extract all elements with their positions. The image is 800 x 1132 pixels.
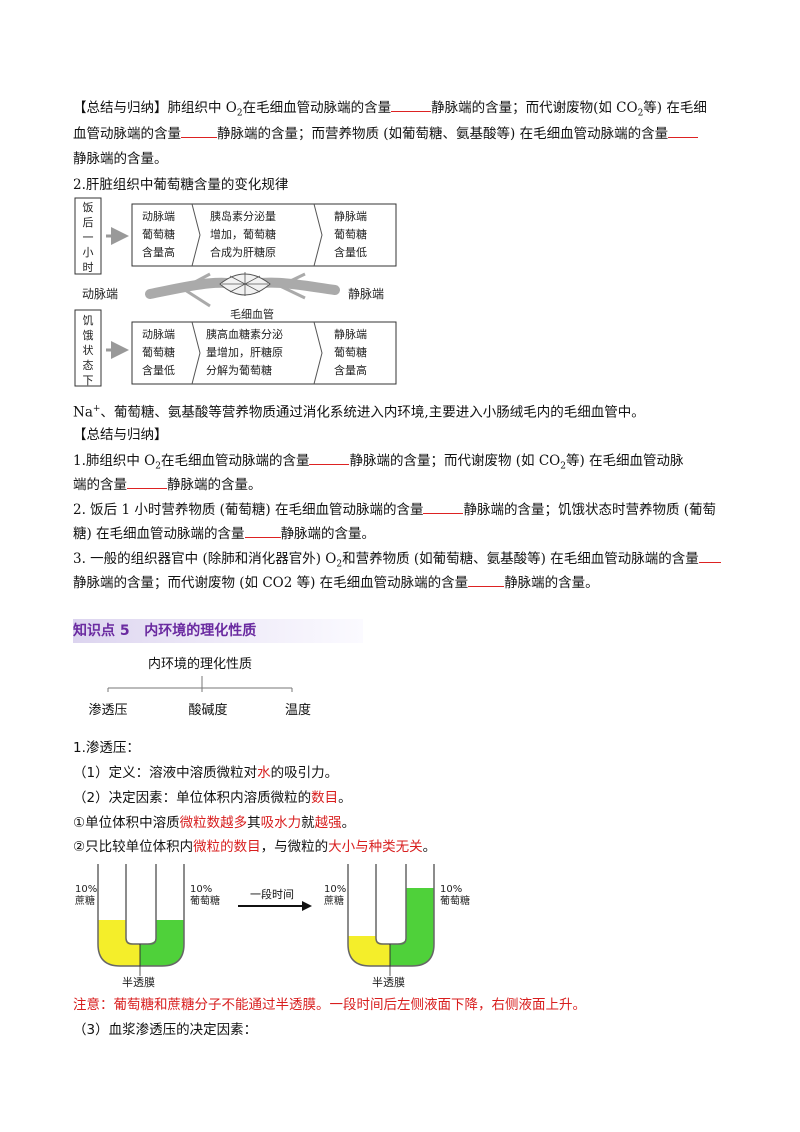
top-box2-line: 胰岛素分泌量 [210,209,276,223]
summary-top-line2: 血管动脉端的含量静脉端的含量；而营养物质 (如葡萄糖、氨基酸等) 在毛细血管动脉… [73,121,733,147]
note-line: 注意：葡萄糖和蔗糖分子不能通过半透膜。一段时间后左侧液面下降，右侧液面上升。 [73,997,586,1013]
nutrient-line: Na+、葡萄糖、氨基酸等营养物质通过消化系统进入内环境,主要进入小肠绒毛内的毛细… [73,404,645,421]
u-tube-before: 10% 蔗糖 10% 葡萄糖 半透膜 [75,864,220,989]
plasma-heading: （3）血浆渗透压的决定因素： [73,1022,258,1038]
properties-tree-diagram: 内环境的理化性质 渗透压 酸碱度 温度 [88,656,311,718]
liver-glucose-diagram: 饭 后 一 小 时 动脉端 葡萄糖 含量高 胰岛素分泌量 增加，葡萄糖 合成为肝… [74,197,397,387]
capillary-label: 毛细血管 [230,307,274,321]
bottom-box3-line: 葡萄糖 [334,345,367,359]
membrane-label: 半透膜 [122,975,155,989]
membrane-label: 半透膜 [372,975,405,989]
bottom-box3-line: 静脉端 [334,327,367,341]
bottom-box1-line: 葡萄糖 [142,345,175,359]
u-tube-after: 10% 蔗糖 10% 葡萄糖 半透膜 [324,864,470,989]
bottom-box3-line: 含量高 [334,363,367,377]
top-box2-line: 合成为肝糖原 [210,245,276,259]
right-solution-name: 葡萄糖 [440,894,470,907]
answer-blank[interactable] [391,96,432,112]
summary-top-line3: 静脉端的含量。 [73,151,168,167]
osmotic-heading: 1.渗透压： [73,740,140,756]
u-tube-diagram: 10% 蔗糖 10% 葡萄糖 半透膜 一段时间 10% 蔗糖 10% 葡萄糖 半… [75,864,470,989]
answer-blank[interactable] [468,571,505,587]
answer-blank[interactable] [668,122,699,138]
bottom-box2-line: 分解为葡萄糖 [206,363,272,377]
top-box1-line: 动脉端 [142,209,175,223]
top-side-char: 时 [83,261,94,274]
knowledge-point-banner: 知识点 5 内环境的理化性质 [73,619,363,643]
top-side-char: 小 [83,246,94,259]
artery-label: 动脉端 [82,286,118,301]
summary2-item3-line1: 3. 一般的组织器官中 (除肺和消化器官外) O2和营养物质 (如葡萄糖、氨基酸… [73,546,733,578]
top-box1-line: 含量高 [142,245,175,259]
top-box3-line: 静脉端 [334,209,367,223]
vein-label: 静脉端 [348,286,384,301]
tree-child-ph: 酸碱度 [188,702,227,718]
right-solution-name: 葡萄糖 [190,894,220,907]
answer-blank[interactable] [127,473,167,489]
answer-blank[interactable] [309,449,350,465]
bottom-box1-line: 动脉端 [142,327,175,341]
left-solution-percent: 10% [75,884,97,895]
bottom-box2-line: 胰高血糖素分泌 [206,327,283,341]
right-solution-percent: 10% [190,884,212,895]
top-side-char: 一 [83,231,94,244]
left-solution-percent: 10% [324,884,346,895]
osmotic-definition: （1）定义：溶液中溶质微粒对水的吸引力。 [73,765,339,781]
arrow-label: 一段时间 [250,887,294,901]
summary2-item1-line2: 端的含量静脉端的含量。 [73,472,733,498]
bottom-side-char: 状 [83,343,94,357]
top-side-char: 饭 [83,201,94,214]
top-box1-line: 葡萄糖 [142,227,175,241]
bottom-side-char: 下 [83,374,94,387]
summary2-item2-line1: 2. 饭后 1 小时营养物质 (葡萄糖) 在毛细血管动脉端的含量静脉端的含量；饥… [73,497,733,523]
right-solution-percent: 10% [440,884,462,895]
summary2-item1-line1: 1.肺组织中 O2在毛细血管动脉端的含量静脉端的含量；而代谢废物 (如 CO2等… [73,448,733,480]
answer-blank[interactable] [698,547,721,563]
bottom-side-char: 态 [83,359,94,372]
top-box3-line: 葡萄糖 [334,227,367,241]
osmotic-rule1: ①单位体积中溶质微粒数越多其吸水力就越强。 [73,815,356,831]
bottom-box1-line: 含量低 [142,363,175,377]
answer-blank[interactable] [181,122,217,138]
osmotic-factor: （2）决定因素：单位体积内溶质微粒的数目。 [73,790,352,806]
liver-heading: 2.肝脏组织中葡萄糖含量的变化规律 [73,177,289,193]
answer-blank[interactable] [423,498,464,514]
summary2-item3-line2: 静脉端的含量；而代谢废物 (如 CO2 等) 在毛细血管动脉端的含量静脉端的含量… [73,570,733,596]
osmotic-rule2: ②只比较单位体积内微粒的数目，与微粒的大小与种类无关。 [73,839,437,855]
summary2-item2-line2: 糖) 在毛细血管动脉端的含量静脉端的含量。 [73,521,733,547]
answer-blank[interactable] [244,522,281,538]
left-solution-name: 蔗糖 [75,894,95,907]
bottom-side-char: 饿 [83,328,94,342]
top-box3-line: 含量低 [334,245,367,259]
knowledge-point-title: 知识点 5 内环境的理化性质 [73,623,257,639]
summary-top-line1: 【总结与归纳】肺组织中 O2在毛细血管动脉端的含量静脉端的含量；而代谢废物(如 … [73,95,733,127]
bottom-box2-line: 量增加，肝糖原 [206,345,283,359]
summary2-title: 【总结与归纳】 [73,427,168,443]
tree-child-osmotic: 渗透压 [88,703,127,718]
bottom-side-char: 饥 [83,314,94,327]
top-box2-line: 增加，葡萄糖 [210,227,276,241]
tree-child-temperature: 温度 [285,702,311,718]
top-side-char: 后 [83,216,94,229]
left-solution-name: 蔗糖 [324,894,344,907]
tree-root: 内环境的理化性质 [148,656,252,672]
